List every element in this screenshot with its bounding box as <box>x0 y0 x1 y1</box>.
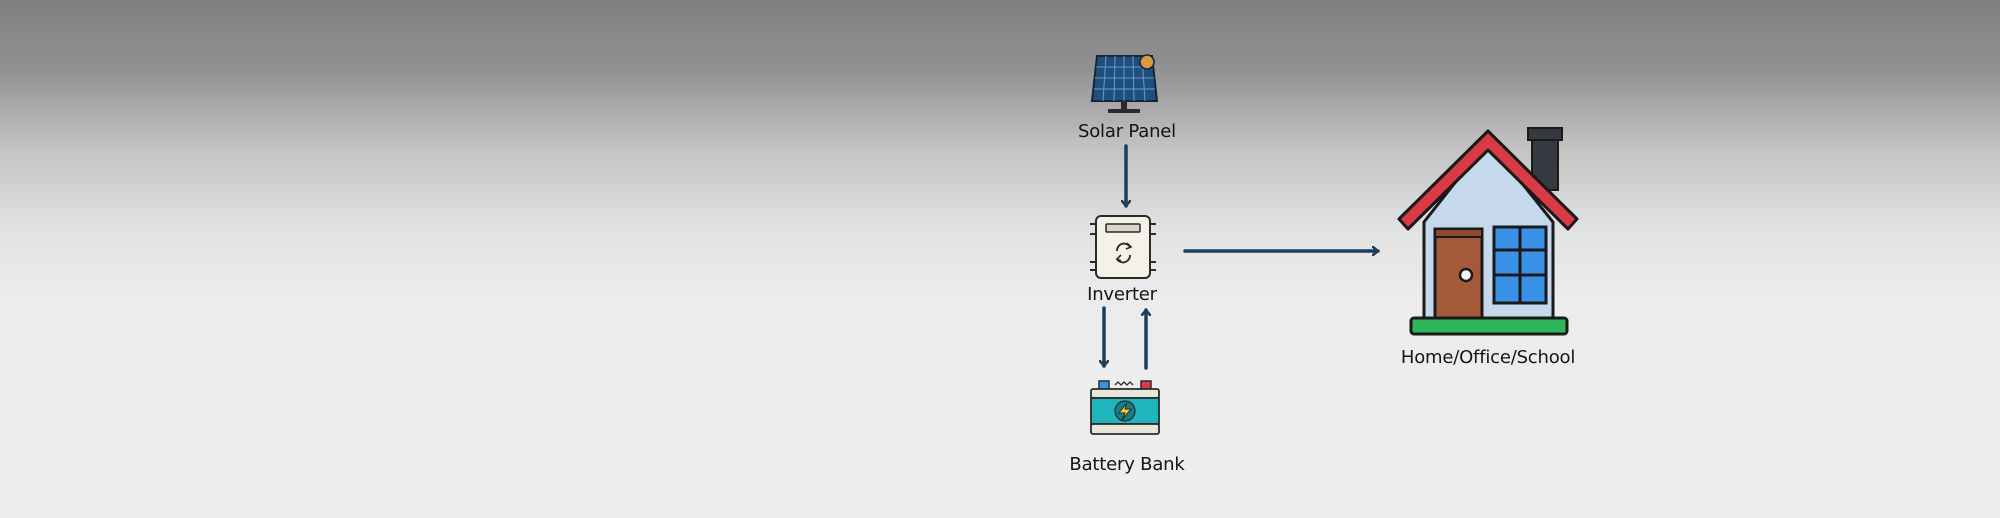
solar-panel-label: Solar Panel <box>1078 121 1176 142</box>
home-label: Home/Office/School <box>1400 347 1576 368</box>
inverter-icon <box>1090 215 1156 279</box>
house-icon <box>1397 127 1579 336</box>
solar-panel-icon <box>1090 54 1159 113</box>
battery-bank-label: Battery Bank <box>1069 454 1185 475</box>
inverter-label: Inverter <box>1087 284 1157 305</box>
battery-icon <box>1090 380 1160 435</box>
